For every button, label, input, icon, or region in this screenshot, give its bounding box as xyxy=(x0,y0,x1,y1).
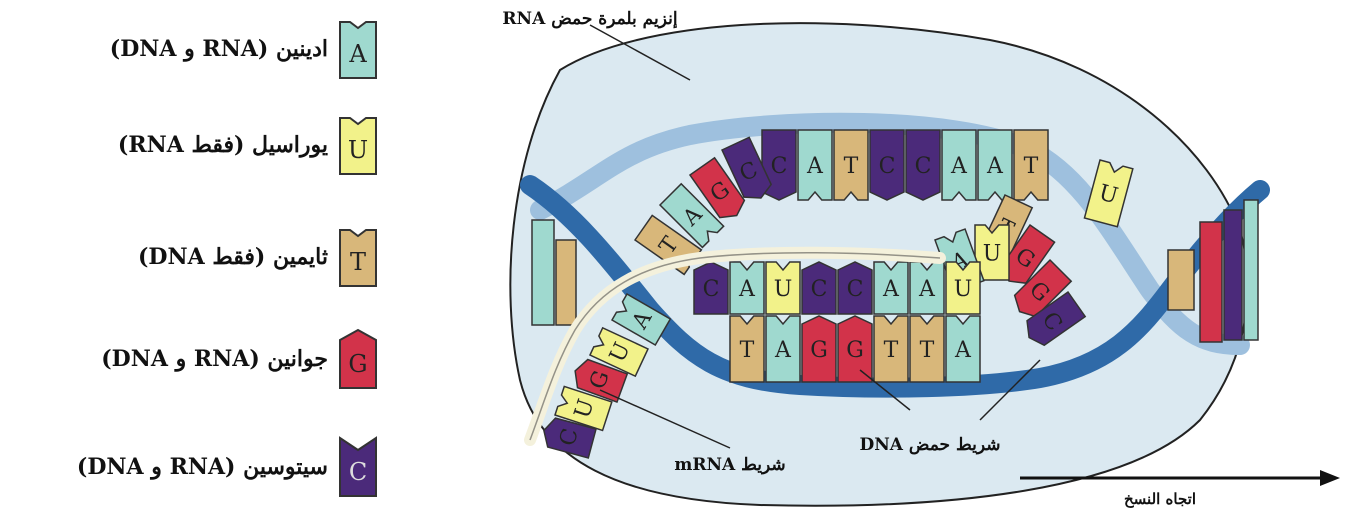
base-letter: T xyxy=(1024,154,1039,179)
base-letter: C xyxy=(915,154,932,179)
dna-bottom-base: A xyxy=(946,316,980,382)
base-letter: T xyxy=(884,338,899,363)
dna-bottom-base: T xyxy=(730,316,764,382)
base-letter: T xyxy=(740,338,755,363)
dna-bottom-base: T xyxy=(910,316,944,382)
base-letter: A xyxy=(774,338,792,363)
base-letter: T xyxy=(920,338,935,363)
rna-base: C xyxy=(802,262,836,314)
base-letter: G xyxy=(846,338,864,363)
dna-bottom-base: G xyxy=(838,316,872,382)
base-letter: U xyxy=(774,277,793,302)
base-letter: A xyxy=(950,154,968,179)
base-letter: A xyxy=(738,277,756,302)
dna-top-base: C xyxy=(906,130,940,200)
base-letter: G xyxy=(810,338,828,363)
base-letter: U xyxy=(983,242,1002,267)
base-letter: C xyxy=(847,277,864,302)
rna-base: A xyxy=(730,262,764,314)
rna-base: U xyxy=(946,262,980,314)
base-letter: C xyxy=(703,277,720,302)
dna-top-base: A xyxy=(942,130,976,200)
dna-bottom-base: A xyxy=(766,316,800,382)
mrna-label: شريط mRNA xyxy=(674,455,785,475)
dna-top-base: C xyxy=(870,130,904,200)
dna-label: شريط حمض DNA xyxy=(860,435,1001,455)
base-letter: U xyxy=(954,277,973,302)
dna-bottom-base: G xyxy=(802,316,836,382)
base-letter: A xyxy=(986,154,1004,179)
enzyme-label: إنزيم بلمرة حمض RNA xyxy=(502,9,677,29)
dna-top-base: T xyxy=(1014,130,1048,200)
base-letter: A xyxy=(954,338,972,363)
direction-label: اتجاه النسخ xyxy=(1124,490,1196,508)
base-letter: A xyxy=(882,277,900,302)
base-letter: T xyxy=(844,154,859,179)
base-letter: A xyxy=(806,154,824,179)
dna-top-base: A xyxy=(978,130,1012,200)
base-letter: C xyxy=(811,277,828,302)
rna-base: A xyxy=(874,262,908,314)
dna-bottom-base: T xyxy=(874,316,908,382)
rna-base: C xyxy=(694,262,728,314)
base-letter: C xyxy=(771,154,788,179)
rna-base: C xyxy=(838,262,872,314)
rna-base: A xyxy=(910,262,944,314)
dna-top-base: T xyxy=(834,130,868,200)
base-letter: A xyxy=(918,277,936,302)
rna-base: U xyxy=(766,262,800,314)
dna-top-base: A xyxy=(798,130,832,200)
base-letter: C xyxy=(879,154,896,179)
